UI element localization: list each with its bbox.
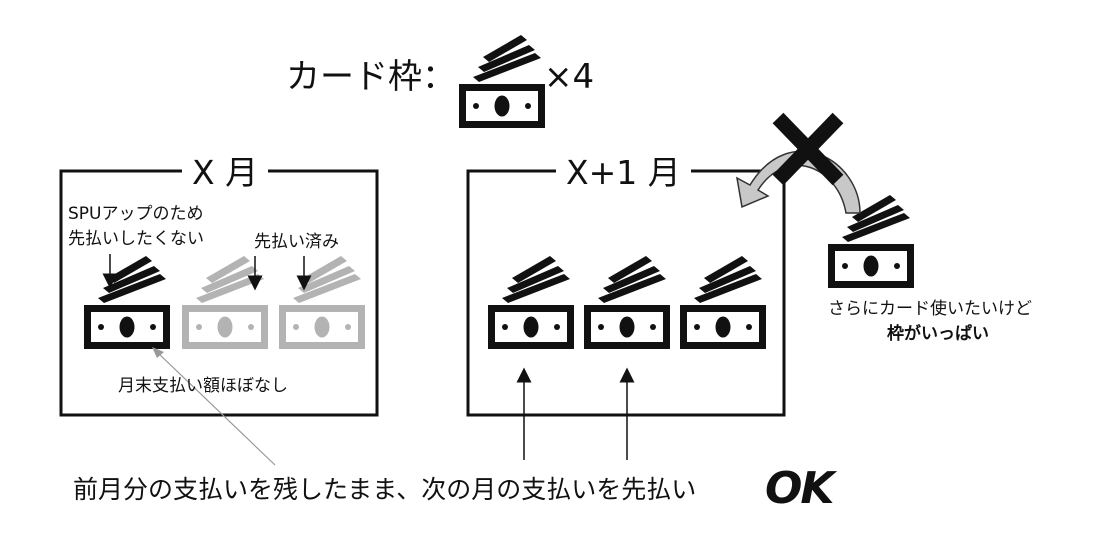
month-x1-title: X+1 月 xyxy=(556,156,691,189)
side-note-line1: さらにカード使いたいけど xyxy=(828,299,1032,319)
side-note-line2: 枠がいっぱい xyxy=(887,324,989,344)
card-limit-label: カード枠： xyxy=(286,57,456,97)
bill-icon xyxy=(584,256,670,349)
prepaid-note: 先払い済み xyxy=(254,232,339,252)
bill-icon xyxy=(488,256,574,349)
spu-note-line2: 先払いしたくない xyxy=(68,229,204,249)
bill-icon xyxy=(680,256,766,349)
pointer-line xyxy=(157,352,276,466)
prepaid-bill-icon xyxy=(279,256,365,349)
extra-bill-icon xyxy=(828,195,914,288)
month-x-title: X 月 xyxy=(182,156,269,189)
spu-note-line1: SPUアップのため xyxy=(68,204,204,224)
footer-text: 前月分の支払いを残したまま、次の月の支払いを先払い xyxy=(73,475,697,504)
month-end-note: 月末支払い額ほぼなし xyxy=(118,376,288,396)
card-limit-multiplier: ×4 xyxy=(544,57,595,97)
ok-label: OK xyxy=(765,463,834,514)
header-bill-icon xyxy=(459,35,545,128)
pointer-arrowhead-icon xyxy=(152,347,164,358)
cross-mark-icon xyxy=(772,112,844,186)
unpaid-bill-icon xyxy=(84,256,170,349)
